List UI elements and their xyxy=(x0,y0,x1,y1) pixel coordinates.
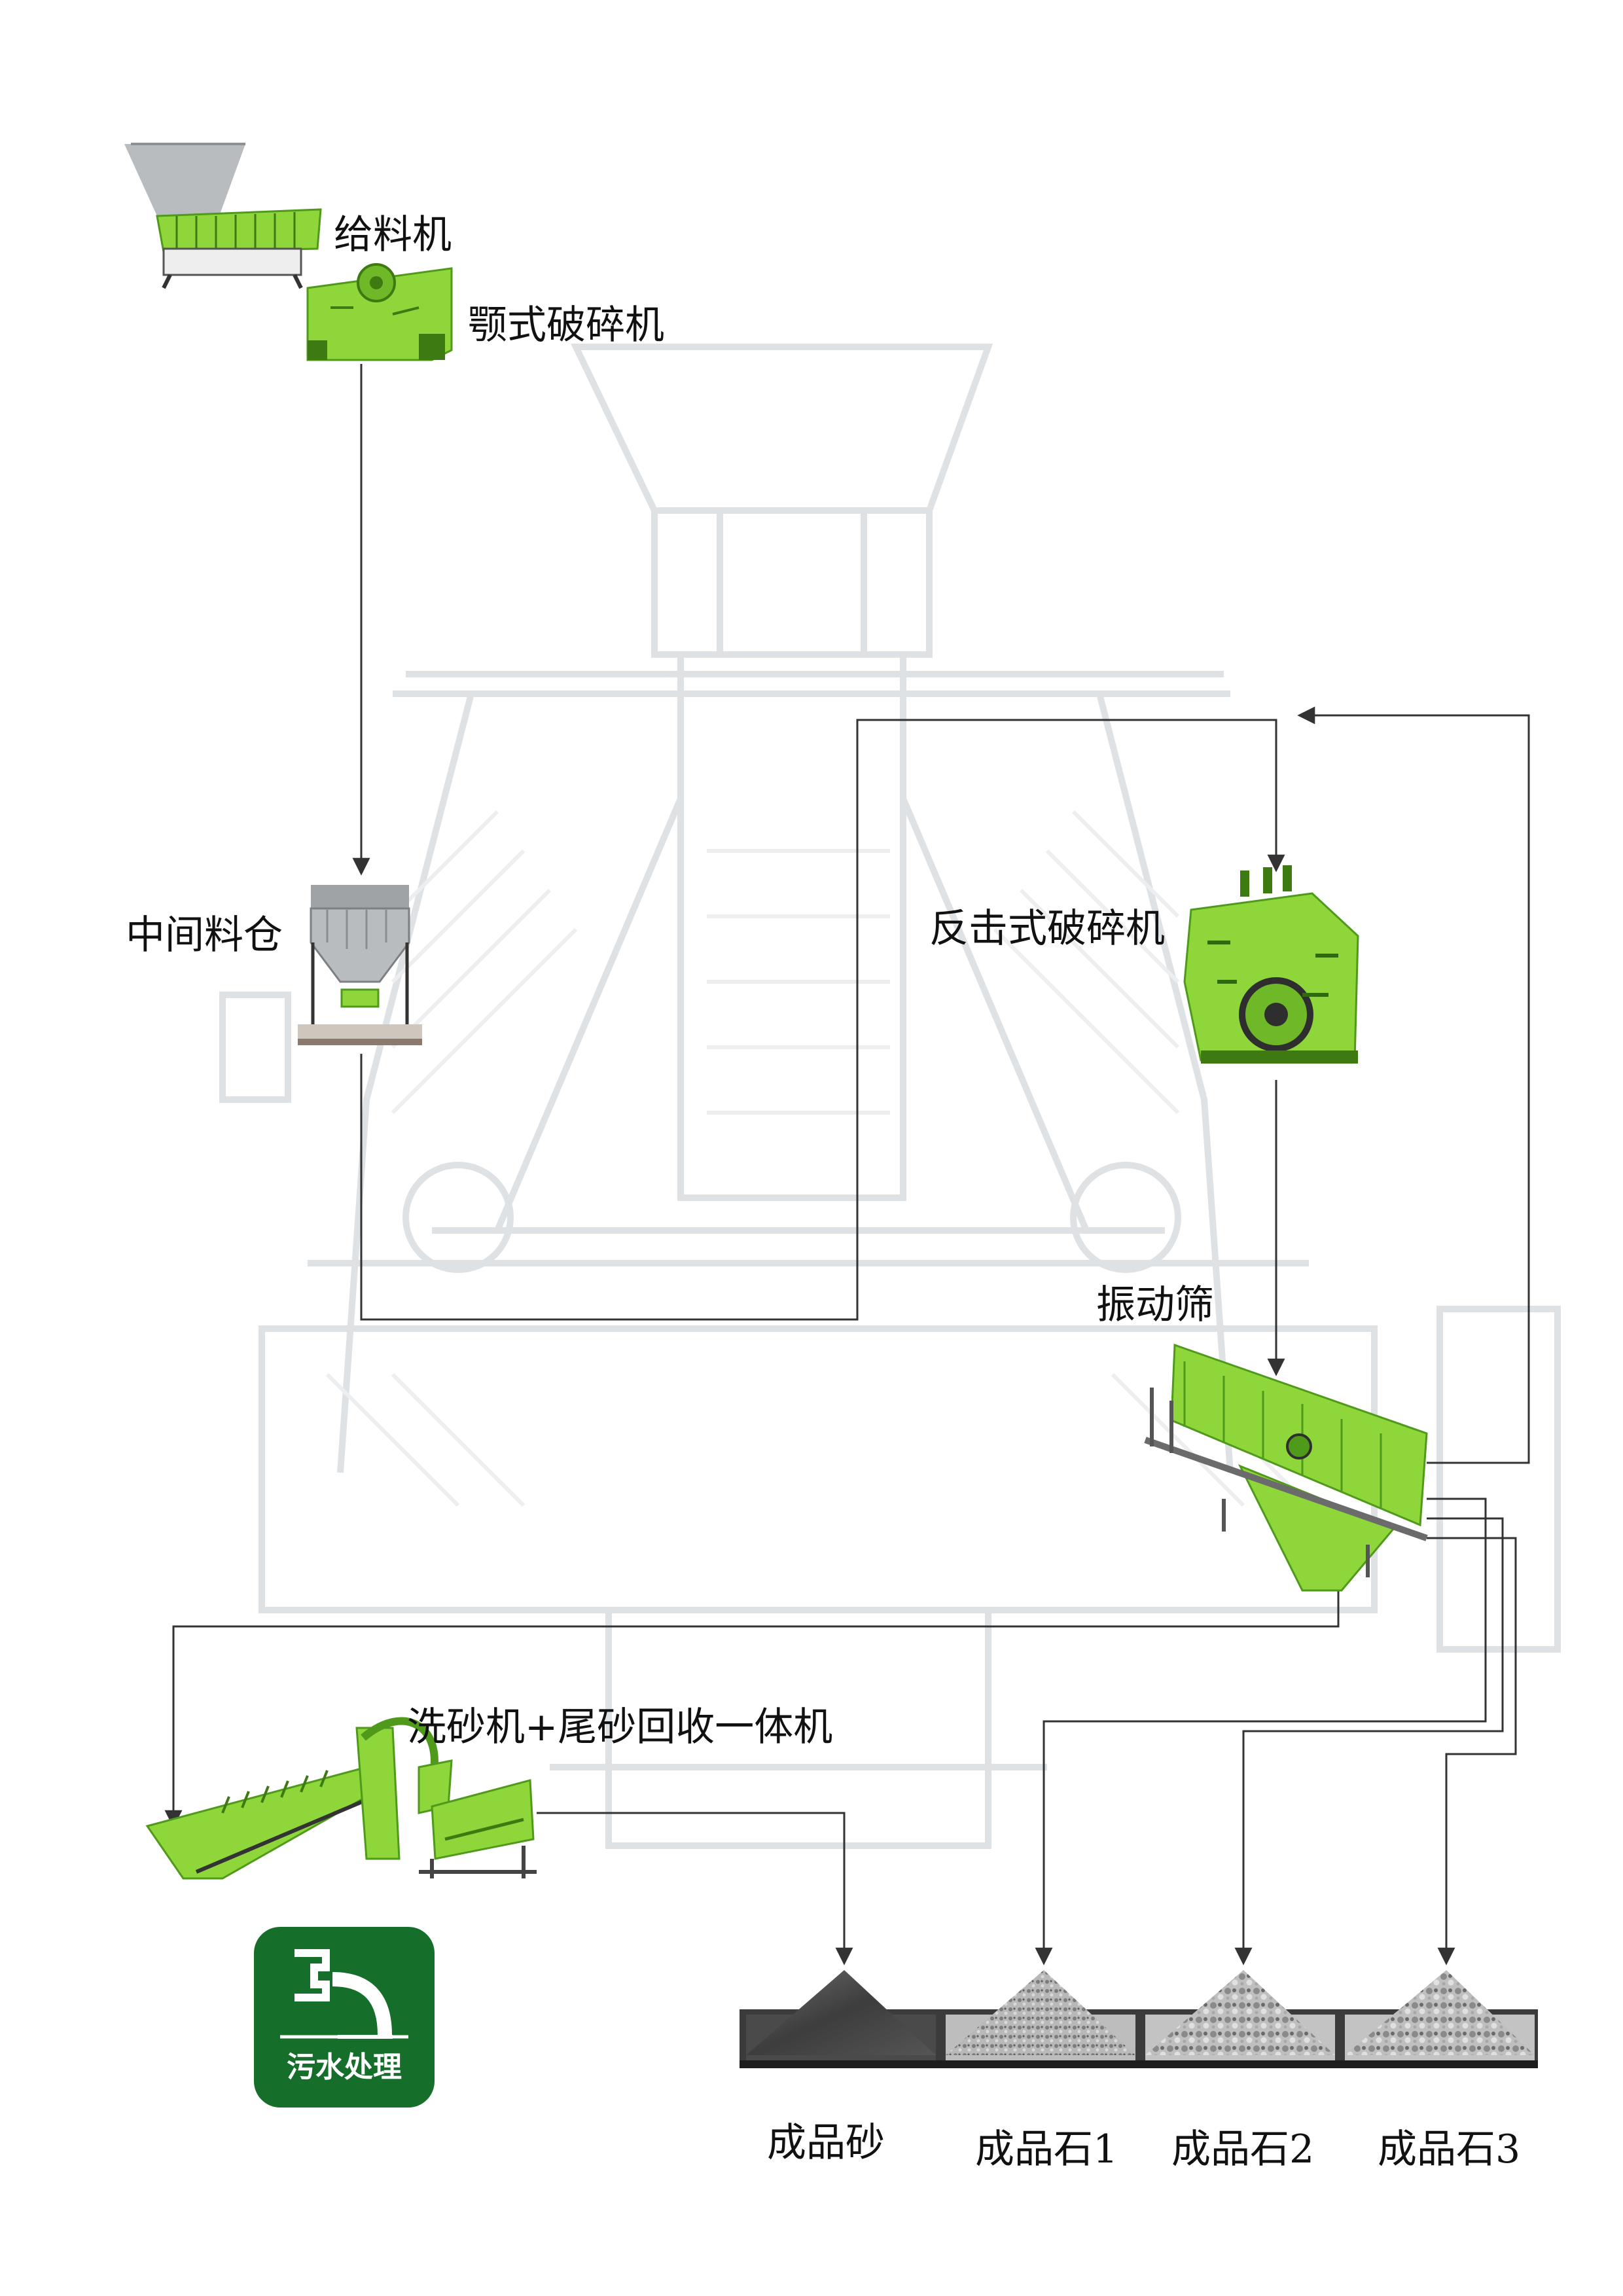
jaw-crusher-label: 颚式破碎机 xyxy=(468,302,664,348)
background-hatching xyxy=(325,810,1311,1507)
water-treatment-label: 污水处理 xyxy=(287,2051,402,2084)
water-treatment-badge: 污水处理 xyxy=(254,1927,435,2108)
flow-washer-to-sand xyxy=(537,1812,853,1965)
jaw-crusher-machine xyxy=(306,263,453,361)
bin-label: 中间料仓 xyxy=(126,912,283,958)
flow-screen-to-stone2 xyxy=(1234,1517,1504,1965)
flow-lines xyxy=(164,364,1530,1965)
feeder-label: 给料机 xyxy=(334,212,452,258)
impact-crusher-machine xyxy=(1183,865,1359,1064)
flow-screen-return xyxy=(1297,706,1530,1464)
product-label-sand: 成品砂 xyxy=(767,2120,885,2166)
product-label-stone1: 成品石1 xyxy=(975,2126,1118,2172)
water-treatment-icon xyxy=(280,1949,408,2039)
pile-stone2 xyxy=(1145,1970,1335,2055)
vibrating-screen-label: 振动筛 xyxy=(1096,1282,1214,1328)
product-label-stone3: 成品石3 xyxy=(1378,2126,1521,2172)
flow-bin-to-impact xyxy=(360,719,1285,1321)
intermediate-bin-machine xyxy=(298,885,422,1045)
sand-washer-machine xyxy=(145,1717,537,1880)
background-cone-crusher-drawing xyxy=(219,344,1561,1849)
pile-stone3 xyxy=(1345,1970,1535,2055)
impact-crusher-label: 反击式破碎机 xyxy=(929,906,1165,952)
vibrating-screen-machine xyxy=(1144,1343,1428,1592)
flow-screen-to-stone1 xyxy=(1035,1498,1487,1965)
product-bins xyxy=(740,1970,1538,2068)
flow-screen-to-stone3 xyxy=(1427,1537,1517,1965)
product-label-stone2: 成品石2 xyxy=(1171,2126,1315,2172)
pile-sand xyxy=(746,1970,936,2055)
pile-stone1 xyxy=(946,1970,1135,2055)
feeder-machine xyxy=(124,143,322,289)
flow-screen-to-washer xyxy=(164,1590,1340,1828)
sand-washer-label: 洗砂机+尾砂回收一体机 xyxy=(407,1704,833,1750)
